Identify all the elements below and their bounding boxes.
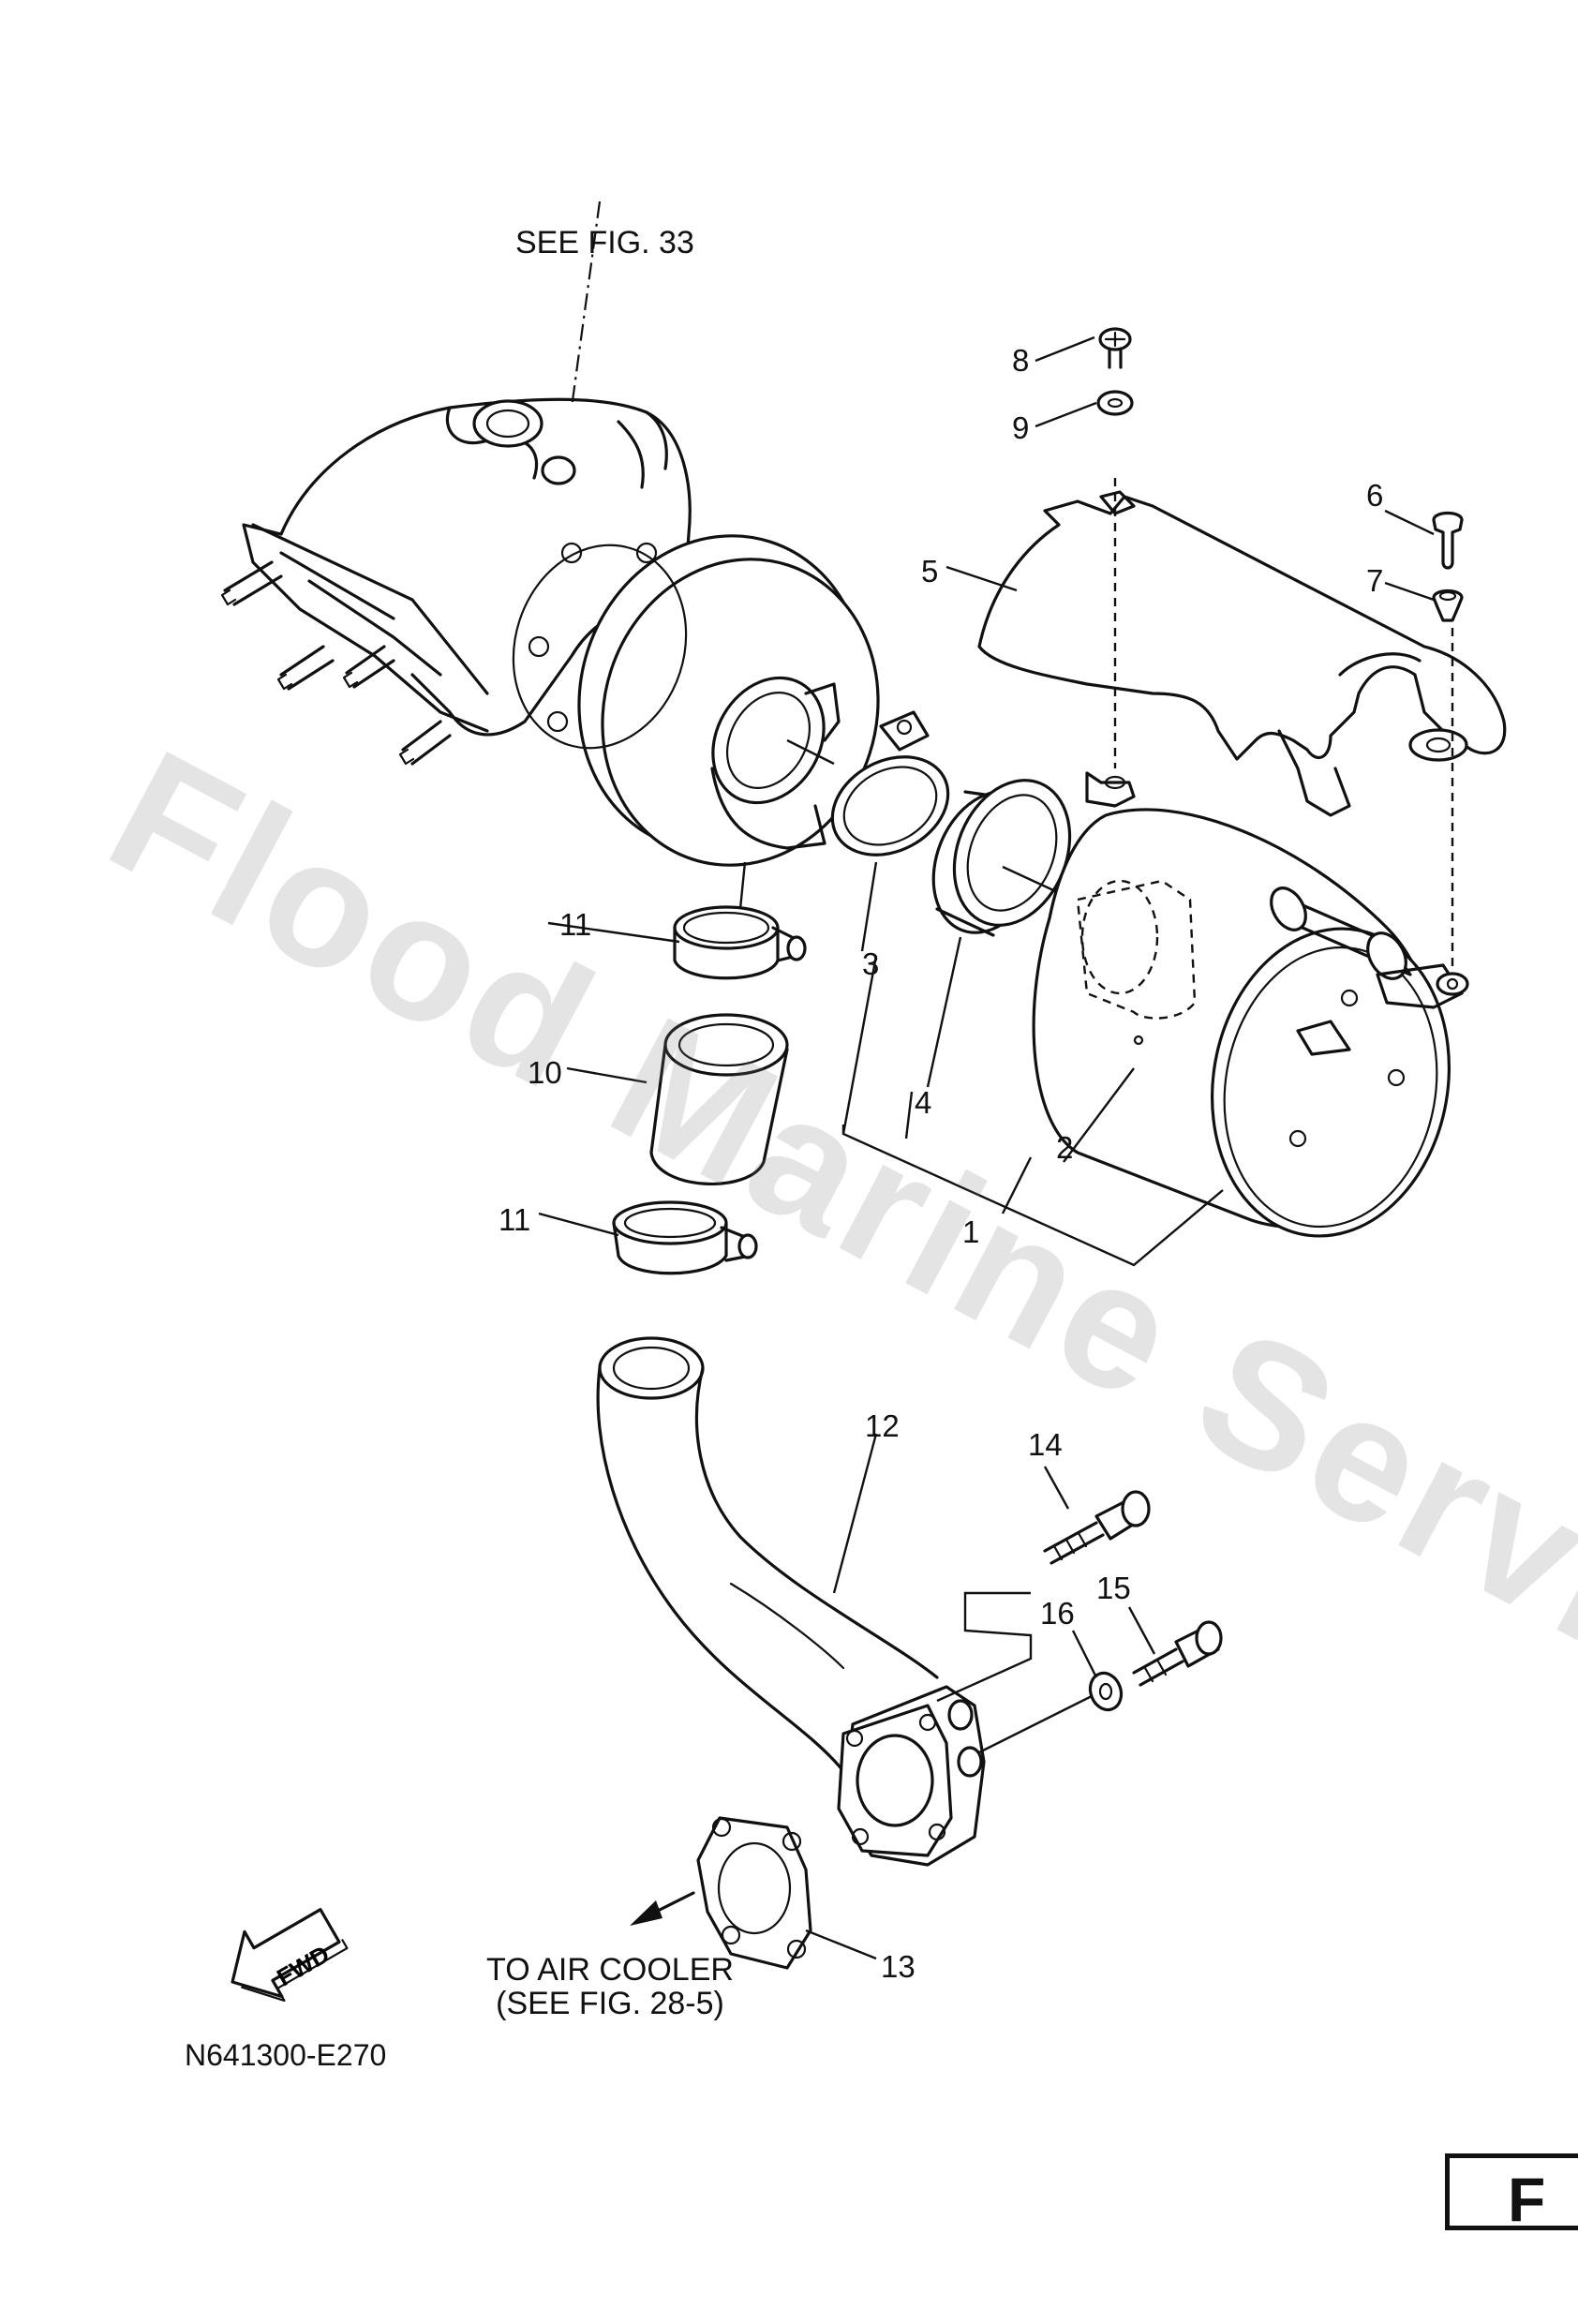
part-16-washer [1088, 1671, 1124, 1712]
part-9-washer [1096, 390, 1134, 416]
part-11-joint-upper [673, 861, 807, 980]
part-5-cover [977, 478, 1507, 975]
part-14-bolt [1043, 1490, 1151, 1565]
part-15-bolt [1132, 1620, 1223, 1687]
callout-leaders [538, 335, 1435, 1960]
see-fig-33-reference: SEE FIG. 33 [515, 225, 694, 261]
callout-4: 4 [915, 1085, 932, 1120]
callout-1: 1 [962, 1214, 980, 1249]
bolt-alignment-line [936, 1591, 1093, 1754]
part-8-screw [1098, 327, 1132, 369]
fwd-arrow-icon [231, 1908, 349, 2003]
callout-6: 6 [1366, 478, 1384, 513]
to-air-cooler-reference: TO AIR COOLER (SEE FIG. 28-5) [455, 1952, 765, 2021]
part-7-collar [1432, 588, 1464, 622]
callout-3: 3 [862, 946, 880, 981]
callout-11-upper: 11 [559, 907, 592, 942]
callout-2: 2 [1056, 1130, 1074, 1165]
part-11-joint-lower [612, 1200, 758, 1275]
callout-8: 8 [1012, 343, 1030, 378]
air-cooler-arrow [630, 1891, 695, 1926]
page-tab: F [1445, 2153, 1578, 2234]
part-12-exhaust-pipe [596, 1336, 986, 1867]
part-13-gasket [696, 1816, 812, 1970]
callout-15: 15 [1096, 1571, 1131, 1605]
page-tab-letter: F [1508, 2165, 1546, 2234]
callout-13: 13 [881, 1949, 916, 1984]
callout-14: 14 [1028, 1427, 1063, 1462]
to-air-cooler-line2: (SEE FIG. 28-5) [496, 1985, 724, 2021]
callout-9: 9 [1012, 410, 1030, 445]
callout-7: 7 [1366, 563, 1384, 598]
callout-5: 5 [921, 554, 939, 588]
part-1-silencer [1032, 808, 1469, 1238]
part-4-sleeve [931, 779, 1072, 937]
to-air-cooler-line1: TO AIR COOLER [486, 1952, 734, 1988]
part-3-hose-clamp [830, 710, 950, 857]
callout-10: 10 [528, 1055, 562, 1090]
part-6-grommet [1432, 511, 1464, 570]
callout-11-lower: 11 [499, 1202, 531, 1237]
turbocharger-housing [220, 201, 880, 867]
part-10-hose [649, 1013, 789, 1185]
callout-16: 16 [1040, 1596, 1075, 1631]
callout-12: 12 [865, 1408, 900, 1443]
diagram-code: N641300-E270 [185, 2038, 387, 2072]
